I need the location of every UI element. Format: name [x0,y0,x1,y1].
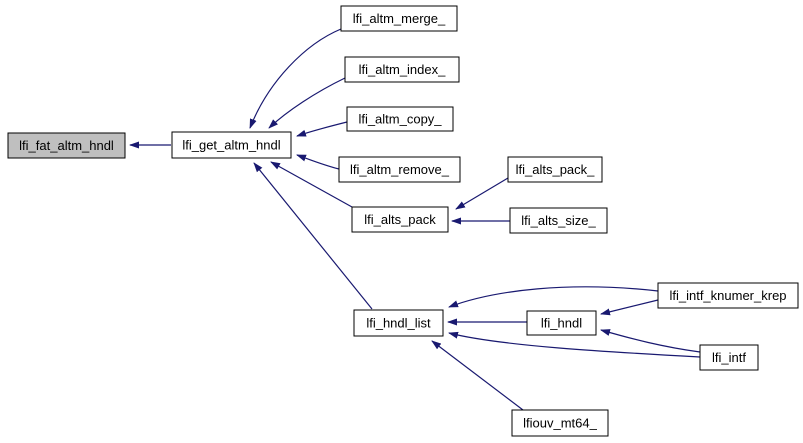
node-lfi_altm_merge_[interactable]: lfi_altm_merge_ [340,5,458,32]
node-lfi_hndl[interactable]: lfi_hndl [526,310,597,336]
node-lfi_intf[interactable]: lfi_intf [699,344,759,371]
node-box-lfi_altm_copy_[interactable] [346,106,454,132]
node-box-lfi_hndl_list[interactable] [353,309,444,337]
node-box-lfi_alts_size_[interactable] [509,207,608,234]
node-lfi_alts_pack_[interactable]: lfi_alts_pack_ [507,156,603,183]
node-box-lfi_hndl[interactable] [526,310,597,336]
node-lfi_altm_copy_[interactable]: lfi_altm_copy_ [346,106,454,132]
node-box-lfi_get_altm_hndl[interactable] [171,131,292,159]
node-lfiouv_mt64_[interactable]: lfiouv_mt64_ [511,409,609,437]
node-box-lfi_alts_pack[interactable] [351,206,449,233]
edge-lfi_intf-to-lfi_hndl_list [448,331,701,358]
node-lfi_fat_altm_hndl: lfi_fat_altm_hndl [7,132,126,159]
node-box-lfiouv_mt64_[interactable] [511,409,609,437]
edge-lfi_altm_index_-to-lfi_get_altm_hndl [268,77,346,129]
edge-lfi_intf_knumer_krep-to-lfi_hndl [600,299,659,316]
node-lfi_get_altm_hndl[interactable]: lfi_get_altm_hndl [171,131,292,159]
edge-lfi_altm_remove_-to-lfi_get_altm_hndl [296,154,340,170]
node-lfi_alts_size_[interactable]: lfi_alts_size_ [509,207,608,234]
node-box-lfi_intf_knumer_krep[interactable] [657,282,799,309]
node-lfi_alts_pack[interactable]: lfi_alts_pack [351,206,449,233]
edge-lfi_altm_copy_-to-lfi_get_altm_hndl [296,121,348,137]
node-lfi_intf_knumer_krep[interactable]: lfi_intf_knumer_krep [657,282,799,309]
node-lfi_hndl_list[interactable]: lfi_hndl_list [353,309,444,337]
node-lfi_altm_remove_[interactable]: lfi_altm_remove_ [338,156,461,183]
node-box-lfi_altm_index_[interactable] [344,56,460,83]
edge-lfi_alts_pack-to-lfi_get_altm_hndl [270,161,353,208]
nodes-layer: lfi_fat_altm_hndl lfi_get_altm_hndl lfi_al… [7,5,799,437]
edges-layer [129,28,701,411]
node-lfi_altm_index_[interactable]: lfi_altm_index_ [344,56,460,83]
node-box-lfi_intf[interactable] [699,344,759,371]
edge-lfi_altm_merge_-to-lfi_get_altm_hndl [249,28,342,129]
edge-lfi_intf_knumer_krep-to-lfi_hndl_list [448,286,659,308]
edge-lfi_hndl_list-to-lfi_get_altm_hndl [253,162,373,310]
node-box-lfi_alts_pack_[interactable] [507,156,603,183]
edge-lfi_alts_pack_-to-lfi_alts_pack [455,177,509,210]
node-box-lfi_altm_remove_[interactable] [338,156,461,183]
node-box-lfi_altm_merge_[interactable] [340,5,458,32]
node-box-lfi_fat_altm_hndl [7,132,126,159]
edge-lfi_intf-to-lfi_hndl [600,329,701,353]
edge-lfiouv_mt64_-to-lfi_hndl_list [431,340,524,411]
